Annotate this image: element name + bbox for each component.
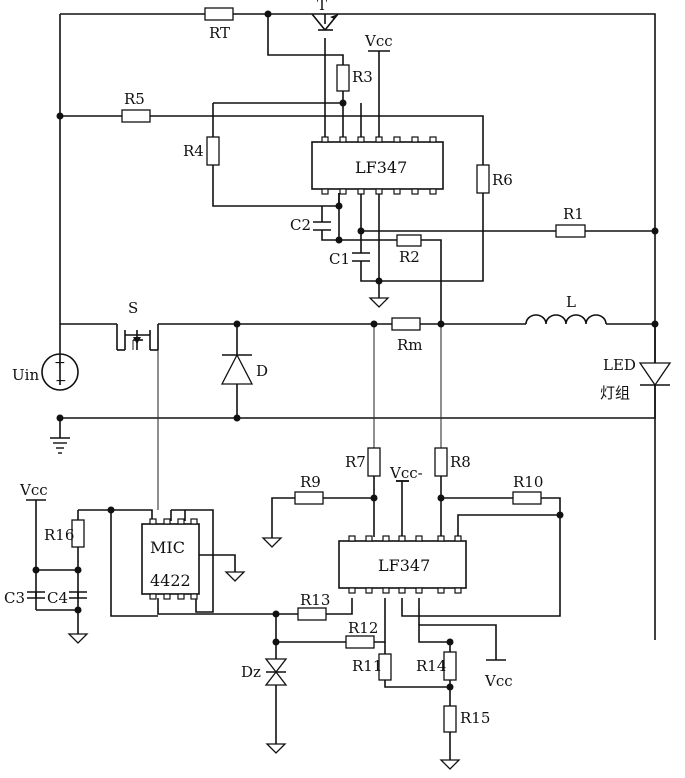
- opamp-top: [311, 136, 444, 195]
- label-c1: C1: [329, 250, 350, 268]
- label-r14: R14: [416, 657, 446, 675]
- label-dz: Dz: [241, 663, 261, 681]
- label-r10: R10: [513, 473, 543, 491]
- inductor-l: [525, 314, 607, 325]
- label-rt: RT: [209, 24, 230, 42]
- junction-dots: [32, 10, 659, 691]
- resistor-r7: [367, 447, 381, 477]
- transistor-t: [311, 13, 339, 31]
- label-mic: MIC: [150, 538, 185, 557]
- resistor-r1: [555, 224, 586, 238]
- capacitor-c2: [313, 221, 331, 231]
- label-r2: R2: [399, 248, 420, 266]
- label-vcc-right: Vcc: [484, 672, 513, 690]
- label-s: S: [128, 299, 138, 317]
- resistor-r5: [121, 109, 151, 123]
- capacitor-c3: [27, 591, 45, 599]
- resistor-r16: [71, 519, 85, 548]
- resistor-r6: [476, 164, 490, 194]
- resistor-r14: [443, 651, 457, 681]
- resistor-r11: [378, 653, 392, 681]
- resistor-rt: [204, 7, 234, 21]
- switch-s: [116, 324, 159, 351]
- ground-uin: [50, 437, 70, 454]
- label-led: LED: [603, 356, 636, 374]
- ground-r15: [439, 759, 461, 770]
- vcc-bars: [26, 50, 506, 661]
- source-uin: + −: [41, 353, 79, 391]
- resistor-rm: [391, 317, 421, 331]
- wires-sense: [132, 324, 442, 510]
- label-rm: Rm: [397, 336, 423, 354]
- label-r16: R16: [44, 526, 74, 544]
- svg-text:−: −: [55, 373, 67, 389]
- label-r15: R15: [460, 709, 490, 727]
- label-r5: R5: [124, 90, 145, 108]
- label-vcc-minus: Vcc-: [389, 464, 423, 482]
- label-mic-part: 4422: [150, 571, 191, 590]
- opamp-bottom: [338, 535, 467, 594]
- ground-r9: [261, 537, 283, 548]
- capacitors: [27, 221, 370, 599]
- resistor-r13: [297, 607, 327, 621]
- diode-d: [220, 353, 254, 385]
- zener-dz: [264, 658, 288, 686]
- ground-c3c4: [67, 633, 89, 644]
- resistor-r3: [336, 64, 350, 92]
- resistor-r4: [206, 136, 220, 166]
- resistor-r10: [512, 491, 542, 505]
- resistor-r8: [434, 447, 448, 477]
- labels: RT T Vcc R3 R5 R4 R6 R1 C2 R2 C1 S L Rm …: [4, 0, 636, 727]
- capacitor-c4: [69, 591, 87, 599]
- label-c2: C2: [290, 216, 311, 234]
- label-r6: R6: [492, 171, 513, 189]
- label-r8: R8: [450, 453, 471, 471]
- label-t: T: [317, 0, 327, 14]
- opamp-bottom-pins: [348, 535, 462, 594]
- ground-dz: [265, 743, 287, 754]
- label-r11: R11: [352, 657, 382, 675]
- label-vcc-left: Vcc: [19, 481, 48, 499]
- label-opamp-top: LF347: [355, 158, 407, 177]
- ground-symbols: [50, 297, 461, 770]
- label-uin: Uin: [12, 366, 39, 384]
- resistor-r9: [294, 491, 324, 505]
- capacitor-c1: [352, 252, 370, 262]
- ground-top-opamp: [368, 297, 390, 308]
- label-r1: R1: [563, 205, 584, 223]
- label-r13: R13: [300, 591, 330, 609]
- led-group: [638, 362, 672, 387]
- svg-text:+: +: [54, 355, 66, 371]
- label-r3: R3: [352, 68, 373, 86]
- resistor-r15: [443, 705, 457, 733]
- label-led-group: 灯组: [600, 384, 630, 402]
- label-r9: R9: [300, 473, 321, 491]
- label-c4: C4: [47, 589, 68, 607]
- label-c3: C3: [4, 589, 25, 607]
- label-r4: R4: [183, 142, 204, 160]
- label-opamp-bottom: LF347: [378, 556, 430, 575]
- label-vcc-top: Vcc: [364, 32, 393, 50]
- resistors: [71, 7, 586, 733]
- label-d: D: [256, 362, 268, 380]
- opamp-top-pins: [321, 136, 437, 195]
- ground-mic: [224, 571, 246, 582]
- driver-mic4422: [141, 518, 200, 600]
- resistor-r2: [396, 234, 422, 247]
- label-r7: R7: [345, 453, 366, 471]
- label-r12: R12: [348, 619, 378, 637]
- resistor-r12: [345, 635, 375, 649]
- label-l: L: [566, 293, 576, 311]
